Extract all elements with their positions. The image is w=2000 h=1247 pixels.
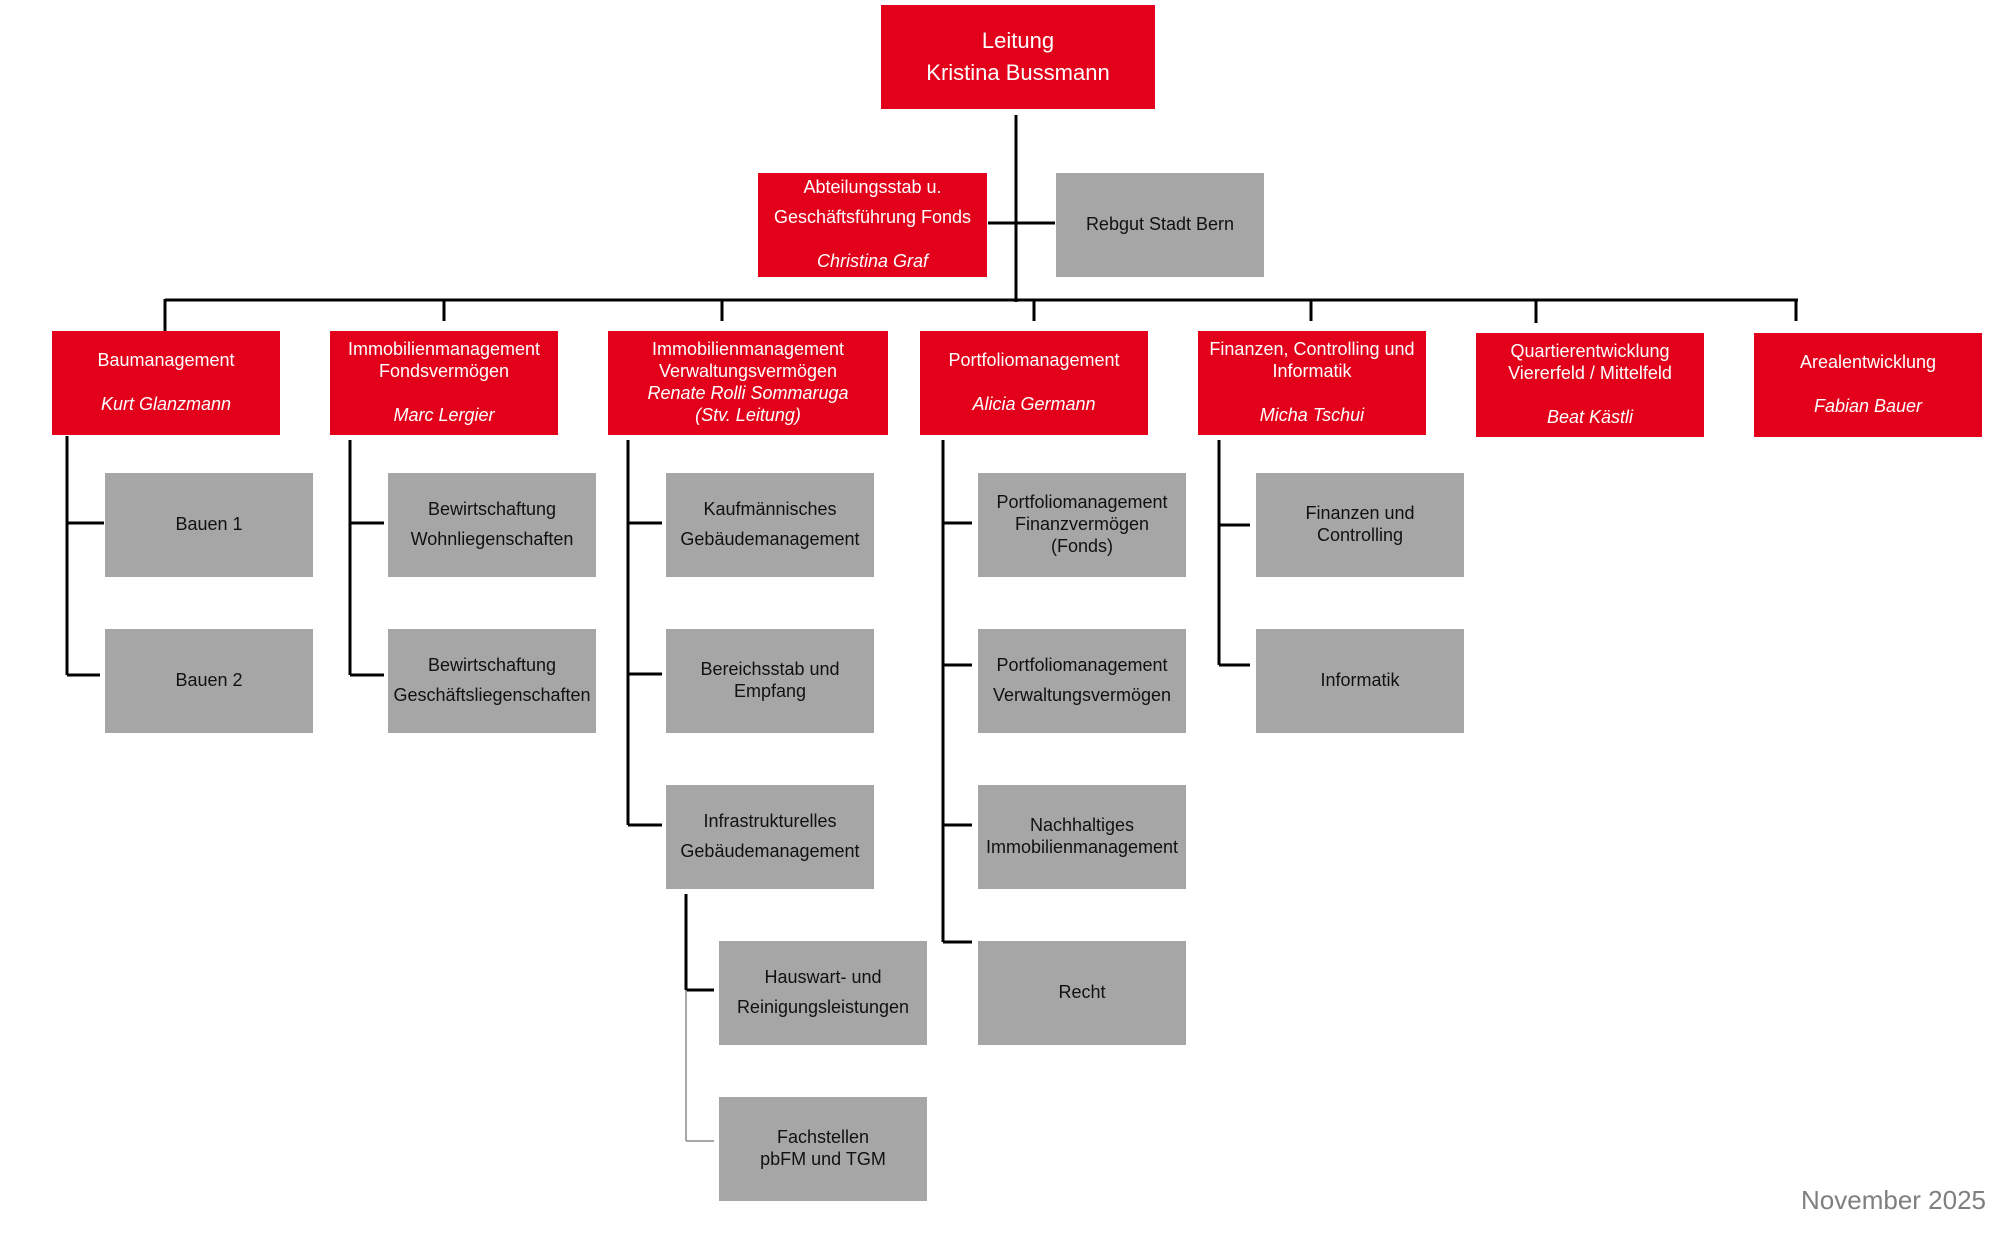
division-head-name: Alicia Germann [972,394,1096,414]
division-head-name: Renate Rolli Sommaruga [647,383,849,403]
unit-portfoliomanagement-finanzvermoegen: Portfoliomanagement Finanzvermögen (Fond… [978,473,1186,577]
unit-bewirtschaftung-wohnliegenschaften: Bewirtschaftung Wohnliegenschaften [388,473,596,577]
division-title-line1: Immobilienmanagement [651,339,845,360]
leitung-title: Leitung [981,28,1055,54]
division-immobilienmanagement-verwaltungsvermoegen: Immobilienmanagement Verwaltungsvermögen… [608,331,888,435]
division-quartierentwicklung: Quartierentwicklung Viererfeld / Mittelf… [1476,333,1704,437]
stab-name: Christina Graf [816,250,929,271]
unit-line1: Finanzen und [1305,503,1415,524]
unit-line2: Gebäudemanagement [680,529,860,549]
unit-informatik: Informatik [1256,629,1464,733]
unit-line2: Gebäudemanagement [680,841,860,861]
division-title: Baumanagement [97,350,235,371]
unit-bauen-1: Bauen 1 [105,473,313,577]
unit-nachhaltiges-immobilienmanagement: Nachhaltiges Immobilienmanagement [978,785,1186,889]
division-head-name: Marc Lergier [393,404,495,425]
unit-line1: Nachhaltiges [1029,815,1135,836]
division-head-note: (Stv. Leitung) [695,404,801,425]
stab-title-line2: Geschäftsführung Fonds [773,207,972,228]
unit-label: Informatik [1320,670,1400,691]
leitung-name: Kristina Bussmann [926,60,1110,85]
unit-line1: Portfoliomanagement [996,492,1168,513]
unit-line1: Infrastrukturelles [703,811,837,832]
division-arealentwicklung: Arealentwicklung Fabian Bauer [1754,333,1982,437]
division-head-name: Micha Tschui [1259,404,1365,425]
unit-line2: Geschäftsliegenschaften [393,685,591,705]
division-title-line2: Viererfeld / Mittelfeld [1508,363,1672,384]
unit-line2: Empfang [733,681,807,701]
division-title-line1: Immobilienmanagement [347,339,541,360]
footer-date: November 2025 [1801,1185,1986,1215]
division-finanzen-controlling-informatik: Finanzen, Controlling und Informatik Mic… [1198,331,1426,435]
subunit-fachstellen: Fachstellen pbFM und TGM [719,1097,927,1201]
unit-line1: Kaufmännisches [703,499,837,520]
unit-label: Recht [1058,982,1106,1003]
division-title-line2: Verwaltungsvermögen [658,361,838,382]
unit-line2: Immobilienmanagement [985,837,1179,857]
unit-line2: pbFM und TGM [760,1149,886,1169]
unit-line1: Bewirtschaftung [427,499,557,520]
unit-line2: Reinigungsleistungen [736,997,910,1017]
unit-line2: Controlling [1316,525,1404,545]
unit-infrastrukturelles-gebaeudemanagement: Infrastrukturelles Gebäudemanagement [666,785,874,889]
division-title-line1: Quartierentwicklung [1510,341,1670,362]
rebgut-box: Rebgut Stadt Bern [1056,173,1264,277]
unit-line1: Portfoliomanagement [996,655,1168,676]
division-title: Arealentwicklung [1799,352,1937,373]
division-title-line1: Finanzen, Controlling und [1209,339,1415,360]
division-head-name: Fabian Bauer [1813,396,1923,416]
unit-bewirtschaftung-geschaeftsliegenschaften: Bewirtschaftung Geschäftsliegenschaften [388,629,596,733]
division-title: Portfoliomanagement [948,350,1120,371]
leitung-box: Leitung Kristina Bussmann [881,5,1155,109]
division-baumanagement: Baumanagement Kurt Glanzmann [52,331,280,435]
division-head-name: Beat Kästli [1546,406,1634,427]
unit-line2: Wohnliegenschaften [410,529,574,549]
unit-label: Bauen 2 [175,670,243,691]
rebgut-label: Rebgut Stadt Bern [1085,214,1235,235]
unit-bereichsstab-empfang: Bereichsstab und Empfang [666,629,874,733]
unit-line1: Fachstellen [776,1127,870,1148]
unit-kaufmaennisches-gebaeudemanagement: Kaufmännisches Gebäudemanagement [666,473,874,577]
division-immobilienmanagement-fondsvermoegen: Immobilienmanagement Fondsvermögen Marc … [330,331,558,435]
division-title-line2: Fondsvermögen [378,361,510,382]
unit-line3: (Fonds) [1050,535,1113,556]
unit-line2: Finanzvermögen [1014,514,1150,535]
division-portfoliomanagement: Portfoliomanagement Alicia Germann [920,331,1148,435]
unit-line2: Verwaltungsvermögen [992,685,1172,705]
unit-line1: Bereichsstab und [700,659,840,680]
subunit-hauswart-reinigung: Hauswart- und Reinigungsleistungen [719,941,927,1045]
unit-line1: Bewirtschaftung [427,655,557,676]
unit-recht: Recht [978,941,1186,1045]
division-head-name: Kurt Glanzmann [100,394,232,414]
unit-finanzen-controlling: Finanzen und Controlling [1256,473,1464,577]
unit-line1: Hauswart- und [764,967,882,988]
stab-title-line1: Abteilungsstab u. [803,177,942,198]
division-title-line2: Informatik [1272,361,1352,382]
unit-bauen-2: Bauen 2 [105,629,313,733]
unit-portfoliomanagement-verwaltungsvermoegen: Portfoliomanagement Verwaltungsvermögen [978,629,1186,733]
unit-label: Bauen 1 [175,514,243,535]
abteilungsstab-box: Abteilungsstab u. Geschäftsführung Fonds… [758,173,987,277]
